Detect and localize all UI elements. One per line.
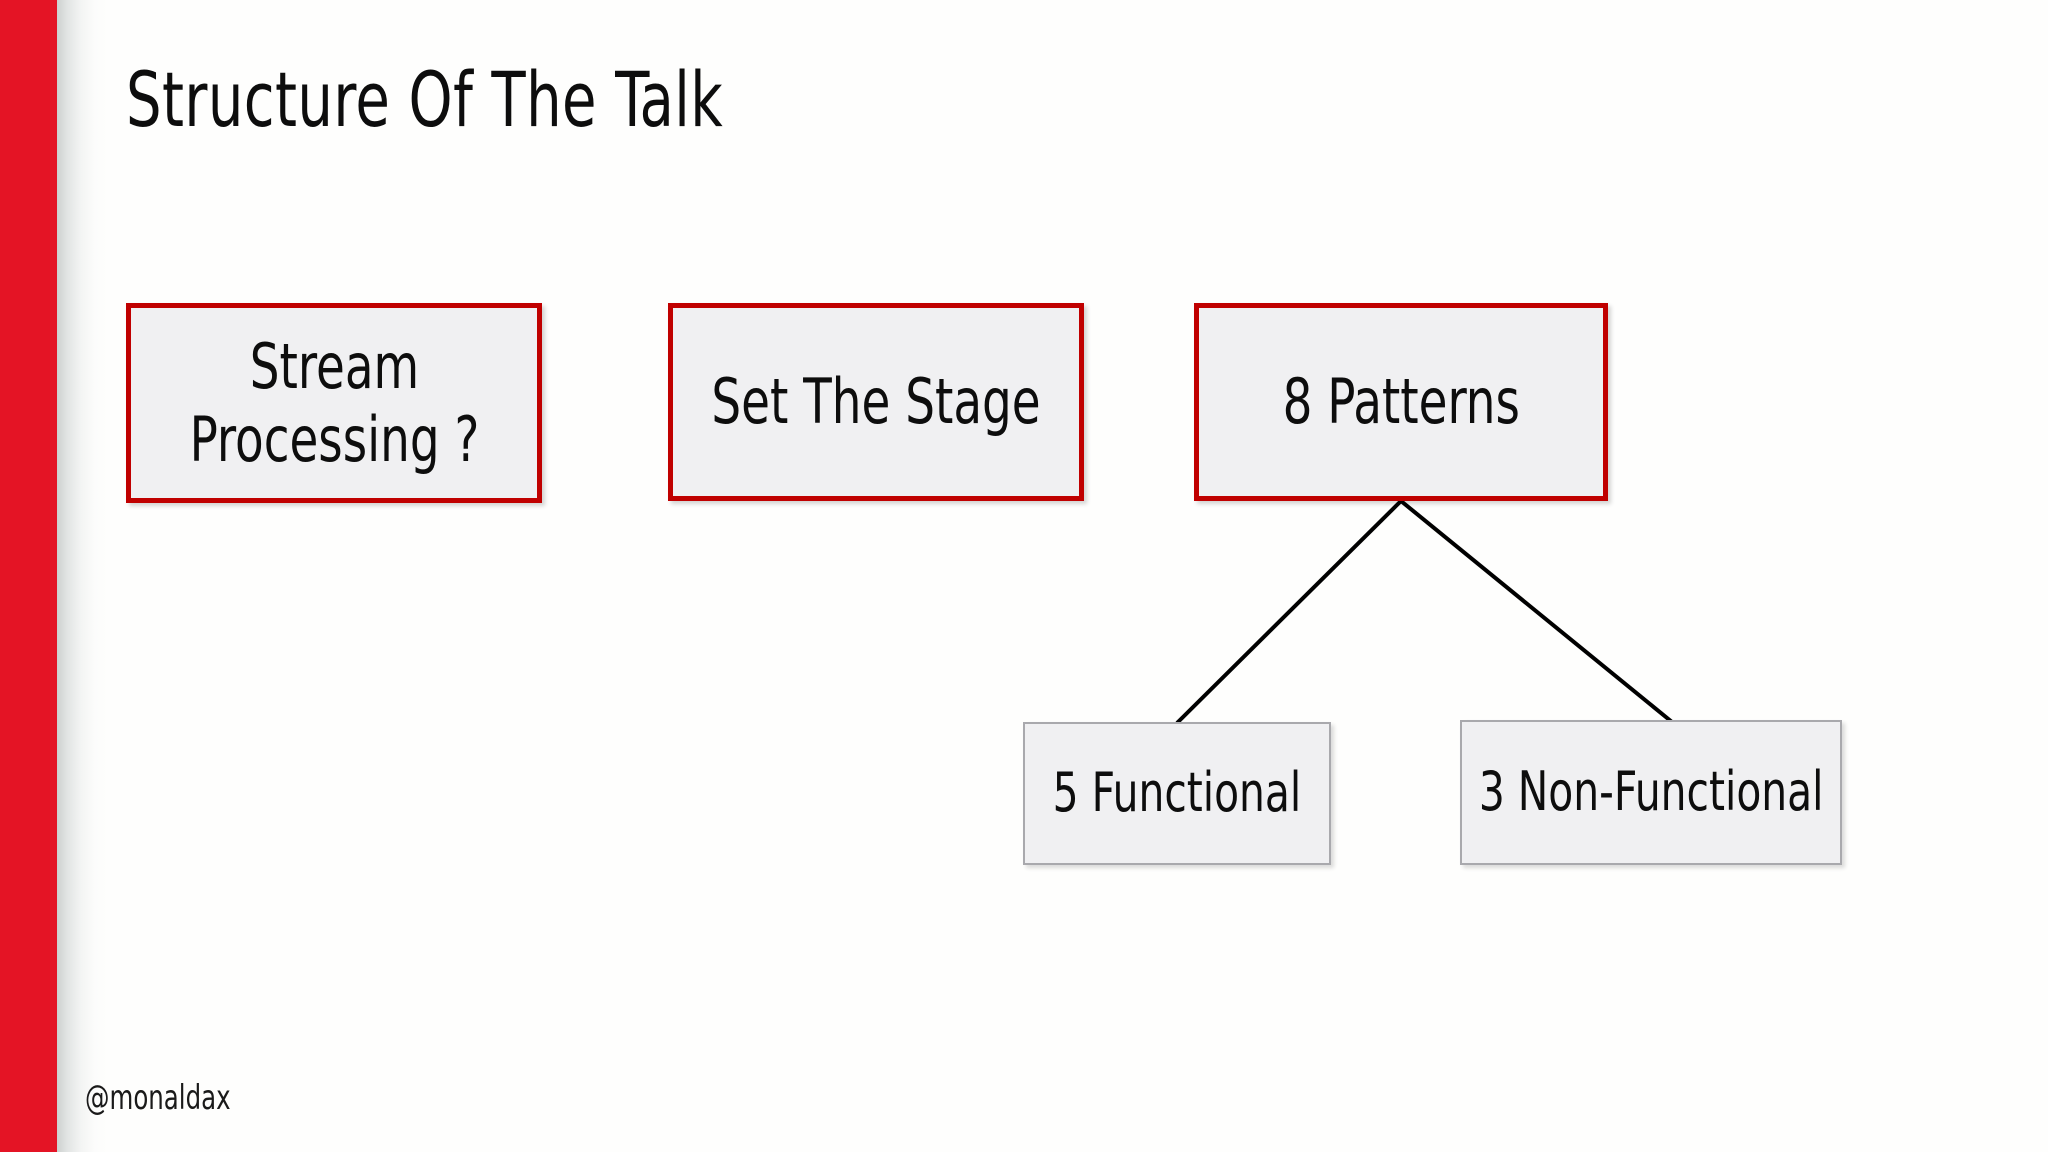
node-8-patterns-label: 8 Patterns: [1282, 365, 1520, 439]
left-accent-bar: [0, 0, 57, 1152]
node-stream-processing[interactable]: Stream Processing ?: [126, 303, 542, 503]
node-stream-processing-label: Stream Processing ?: [189, 329, 479, 476]
node-3-non-functional-label: 3 Non-Functional: [1478, 760, 1824, 824]
connector-8patterns-to-5functional: [1175, 499, 1403, 725]
node-set-the-stage[interactable]: Set The Stage: [668, 303, 1084, 501]
node-set-the-stage-label: Set The Stage: [711, 365, 1041, 439]
page-title: Structure Of The Talk: [126, 55, 724, 144]
node-5-functional[interactable]: 5 Functional: [1023, 722, 1331, 865]
accent-bar-shadow: [57, 0, 109, 1152]
node-8-patterns[interactable]: 8 Patterns: [1194, 303, 1608, 501]
footer-handle: @monaldax: [85, 1078, 231, 1118]
node-5-functional-label: 5 Functional: [1052, 761, 1302, 825]
node-3-non-functional[interactable]: 3 Non-Functional: [1460, 720, 1842, 865]
connector-8patterns-to-3nonfunctional: [1399, 499, 1674, 724]
